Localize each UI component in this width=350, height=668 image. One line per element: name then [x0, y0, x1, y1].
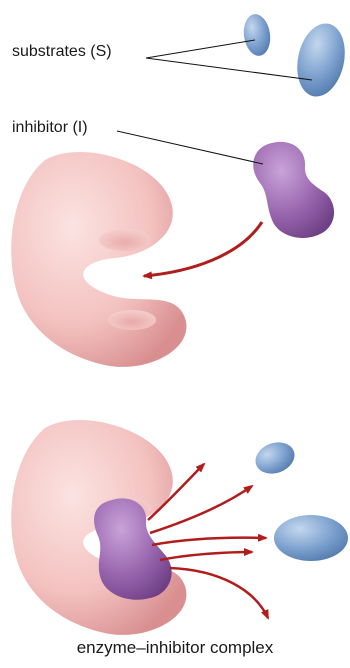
substrate-small [241, 12, 273, 57]
substrate-large [291, 19, 350, 101]
enzyme-free [11, 152, 186, 367]
substrate-leader-line-2 [146, 58, 312, 80]
inhibitor-leader-line [117, 131, 263, 164]
inhibitor-molecule [253, 142, 334, 238]
inhibitor-label: inhibitor (I) [12, 119, 88, 137]
enzyme-inhibitor-complex-caption: enzyme–inhibitor complex [0, 638, 350, 658]
substrate-blocked-small [251, 437, 299, 479]
inhibitor-bound [94, 498, 172, 599]
substrate-leader-line-1 [146, 40, 255, 58]
substrates-label: substrates (S) [12, 43, 112, 61]
enzyme-active-site [108, 310, 156, 330]
enzyme-upper-pocket [99, 229, 151, 251]
deflection-arrow-3 [152, 538, 266, 545]
deflection-arrow-4 [160, 552, 252, 560]
substrate-blocked-large [274, 515, 348, 561]
